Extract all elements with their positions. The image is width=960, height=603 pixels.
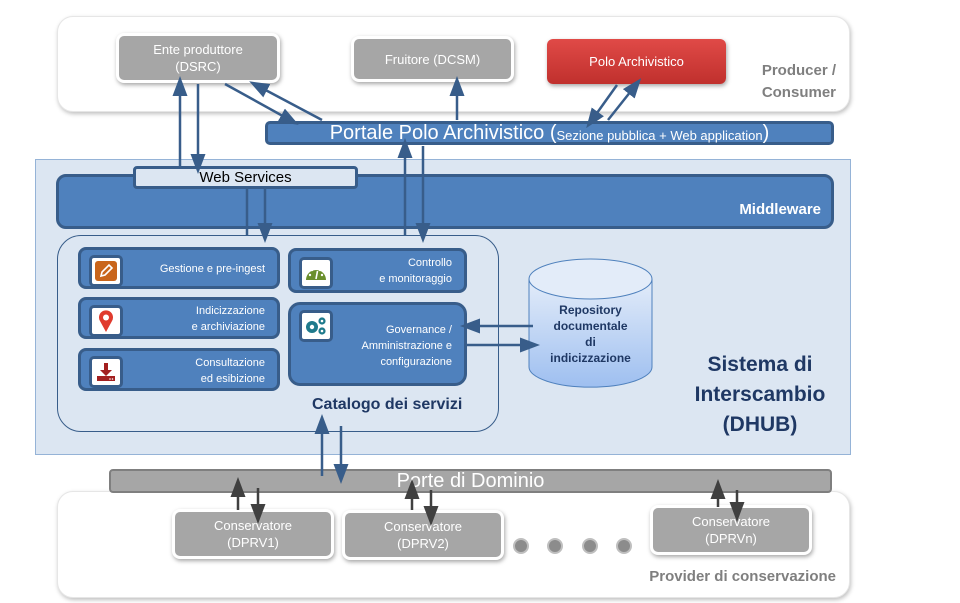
governance-line3: configurazione	[380, 356, 452, 368]
pc-line2: Consumer	[761, 84, 836, 101]
dhub-title-line1: Sistema di	[707, 353, 813, 376]
service-controllo[interactable]: Controllo e monitoraggio	[288, 248, 467, 293]
service-gestione[interactable]: Gestione e pre-ingest	[78, 247, 280, 289]
catalogo-container	[57, 235, 499, 432]
ellipsis-dot	[547, 538, 563, 554]
dhub-title-line2: Interscambio	[694, 383, 826, 406]
catalogo-label: Catalogo dei servizi	[312, 396, 463, 413]
gestione-label: Gestione e pre-ingest	[159, 263, 265, 275]
consultazione-line2: ed esibizione	[200, 373, 265, 385]
dprv2-line2: (DPRV2)	[397, 536, 449, 551]
ellipsis-dot	[582, 538, 598, 554]
ellipsis-dot	[616, 538, 632, 554]
dprvn-line2: (DPRVn)	[705, 531, 757, 546]
cylinder-shape	[528, 258, 653, 388]
dprv1-line1: Conservatore	[213, 518, 293, 533]
portale-subtitle: Sezione pubblica + Web application	[556, 127, 763, 143]
portale-close: )	[762, 121, 770, 144]
service-indicizzazione[interactable]: Indicizzazione e archiviazione	[78, 297, 280, 339]
consultazione-line1: Consultazione	[195, 357, 265, 369]
conservatore-dprvn[interactable]: Conservatore (DPRVn)	[650, 505, 812, 555]
dprvn-line1: Conservatore	[691, 514, 771, 529]
middleware-label: Middleware	[739, 201, 821, 218]
repo-line1: Repository	[559, 303, 622, 317]
governance-line2: Amministrazione e	[361, 340, 452, 352]
ente-line1: Ente produttore	[153, 42, 243, 57]
dprv2-line1: Conservatore	[383, 519, 463, 534]
fruitore-box[interactable]: Fruitore (DCSM)	[351, 36, 514, 82]
gears-icon	[299, 310, 333, 342]
service-consultazione[interactable]: Consultazione ed esibizione	[78, 348, 280, 391]
portale-title: Portale Polo Archivistico (	[329, 121, 557, 144]
governance-line1: Governance /	[385, 324, 452, 336]
web-services-box[interactable]: Web Services	[133, 166, 358, 189]
repo-line4: indicizzazione	[550, 351, 631, 365]
ellipsis-dot	[513, 538, 529, 554]
portale-bar[interactable]: Portale Polo Archivistico (Sezione pubbl…	[265, 121, 834, 145]
service-governance[interactable]: Governance / Amministrazione e configura…	[288, 302, 467, 386]
indicizzazione-line2: e archiviazione	[191, 321, 265, 333]
dhub-title-line3: (DHUB)	[722, 413, 798, 436]
conservatore-dprv2[interactable]: Conservatore (DPRV2)	[342, 510, 504, 560]
provider-label: Provider di conservazione	[649, 568, 836, 585]
porte-label: Porte di Dominio	[396, 470, 545, 492]
download-icon	[89, 356, 123, 388]
polo-label: Polo Archivistico	[589, 54, 684, 69]
pencil-icon	[89, 255, 123, 287]
map-pin-icon	[89, 305, 123, 337]
indicizzazione-line1: Indicizzazione	[195, 305, 265, 317]
producer-consumer-label: Producer / Consumer	[720, 60, 836, 104]
controllo-line1: Controllo	[407, 257, 452, 269]
gauge-icon	[299, 257, 333, 289]
dhub-title: Sistema di Interscambio (DHUB)	[680, 350, 840, 440]
porte-di-dominio-bar[interactable]: Porte di Dominio	[109, 469, 832, 493]
conservatore-dprv1[interactable]: Conservatore (DPRV1)	[172, 509, 334, 559]
web-services-label: Web Services	[199, 169, 292, 186]
ente-produttore-box[interactable]: Ente produttore (DSRC)	[116, 33, 280, 83]
repo-line3: di	[585, 335, 596, 349]
ente-line2: (DSRC)	[175, 59, 221, 74]
pc-line1: Producer /	[761, 62, 836, 79]
polo-archivistico-box[interactable]: Polo Archivistico	[547, 39, 726, 84]
fruitore-label: Fruitore (DCSM)	[384, 51, 481, 67]
repository-cylinder[interactable]: Repository documentale di indicizzazione	[528, 257, 653, 389]
repo-line2: documentale	[553, 319, 628, 333]
controllo-line2: e monitoraggio	[379, 273, 452, 285]
dprv1-line2: (DPRV1)	[227, 535, 279, 550]
